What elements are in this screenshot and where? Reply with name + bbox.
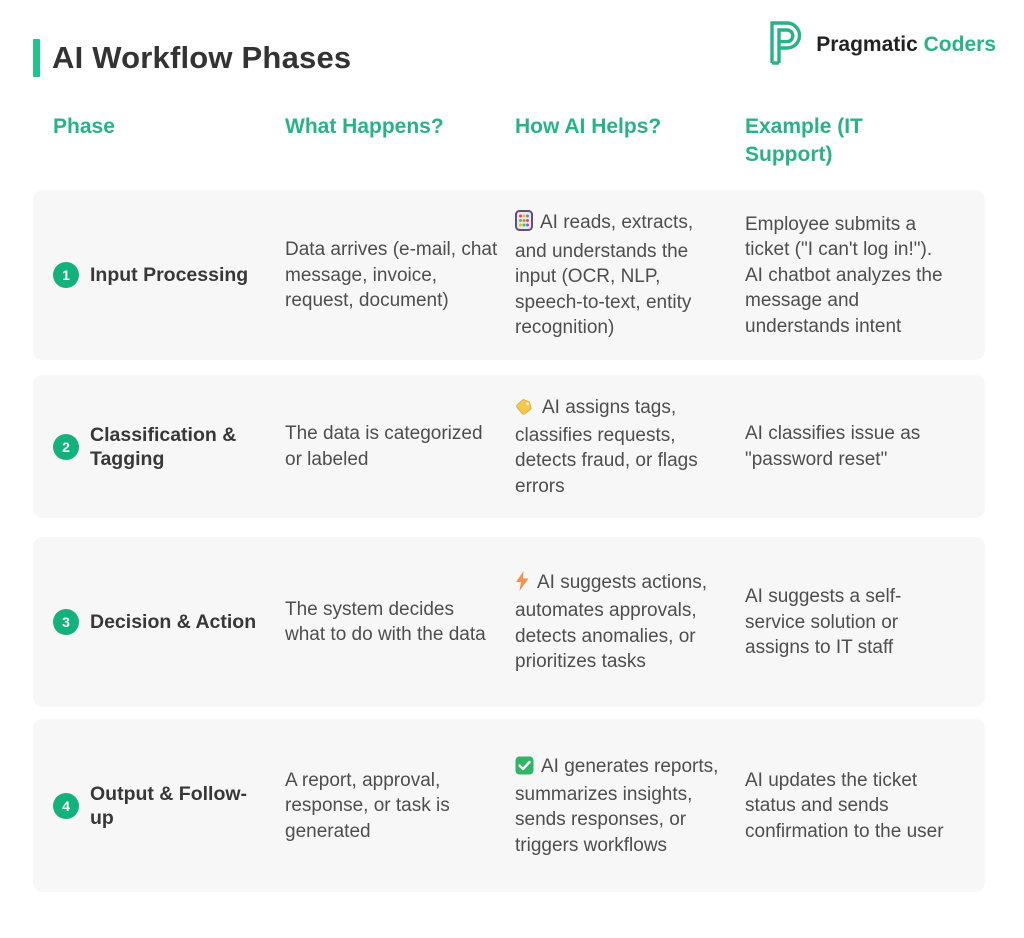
step-number-badge: 3 xyxy=(53,609,79,636)
phase-label: Output & Follow-up xyxy=(90,782,248,829)
column-header-how-ai-helps: How AI Helps? xyxy=(515,115,662,138)
brand-name: Pragmatic Coders xyxy=(816,33,996,57)
brand-name-coders: Coders xyxy=(923,32,996,56)
abacus-icon xyxy=(515,210,533,238)
how-ai-helps-cell: AI generates reports, summarizes insight… xyxy=(515,736,745,877)
example-cell: AI classifies issue as "password reset" xyxy=(745,423,921,470)
table-row: 4 Output & Follow-up A report, approval,… xyxy=(33,719,985,893)
what-happens-cell: The data is categorized or labeled xyxy=(285,423,483,470)
how-ai-helps-cell: AI reads, extracts, and understands the … xyxy=(515,192,745,358)
phase-cell: 2 Classification & Tagging xyxy=(53,405,285,490)
how-ai-helps-cell: AI suggests actions, automates approvals… xyxy=(515,552,745,693)
phase-cell: 1 Input Processing xyxy=(53,244,285,306)
lightning-icon xyxy=(515,571,530,598)
how-ai-helps-text: AI suggests actions, automates approvals… xyxy=(515,572,708,673)
brand-name-pragmatic: Pragmatic xyxy=(816,32,918,56)
how-ai-helps-cell: AI assigns tags, classifies requests, de… xyxy=(515,377,745,518)
page-title: AI Workflow Phases xyxy=(52,40,352,75)
step-number-badge: 4 xyxy=(53,792,79,819)
column-header-phase: Phase xyxy=(53,115,115,138)
pragmatic-coders-p-icon xyxy=(762,18,806,71)
example-cell: AI suggests a self-service solution or a… xyxy=(745,586,902,659)
phase-cell: 4 Output & Follow-up xyxy=(53,764,285,849)
what-happens-cell: Data arrives (e-mail, chat message, invo… xyxy=(285,239,498,312)
how-ai-helps-text: AI assigns tags, classifies requests, de… xyxy=(515,396,698,497)
phase-label: Classification & Tagging xyxy=(90,423,237,470)
what-happens-cell: The system decides what to do with the d… xyxy=(285,598,486,646)
table-header-row: Phase What Happens? How AI Helps? Exampl… xyxy=(33,113,985,168)
phase-label: Input Processing xyxy=(90,264,249,287)
how-ai-helps-text: AI reads, extracts, and understands the … xyxy=(515,212,694,339)
example-cell: Employee submits a ticket ("I can't log … xyxy=(745,213,943,337)
title-block: AI Workflow Phases xyxy=(33,37,1024,79)
table-row: 1 Input Processing Data arrives (e-mail,… xyxy=(33,190,985,361)
what-happens-cell: A report, approval, response, or task is… xyxy=(285,769,450,842)
check-icon xyxy=(515,756,534,782)
brand-logo: Pragmatic Coders xyxy=(762,18,996,71)
how-ai-helps-text: AI generates reports, summarizes insight… xyxy=(515,755,719,856)
column-header-example: Example (IT Support) xyxy=(745,115,863,166)
step-number-badge: 1 xyxy=(53,262,79,289)
table-row: 3 Decision & Action The system decides w… xyxy=(33,537,985,708)
step-number-badge: 2 xyxy=(53,433,79,460)
tag-icon xyxy=(515,396,535,423)
title-accent-bar xyxy=(33,39,40,77)
table-row: 2 Classification & Tagging The data is c… xyxy=(33,375,985,519)
phase-label: Decision & Action xyxy=(90,611,257,634)
column-header-what-happens: What Happens? xyxy=(285,115,444,138)
phase-cell: 3 Decision & Action xyxy=(53,591,285,653)
example-cell: AI updates the ticket status and sends c… xyxy=(745,769,944,842)
